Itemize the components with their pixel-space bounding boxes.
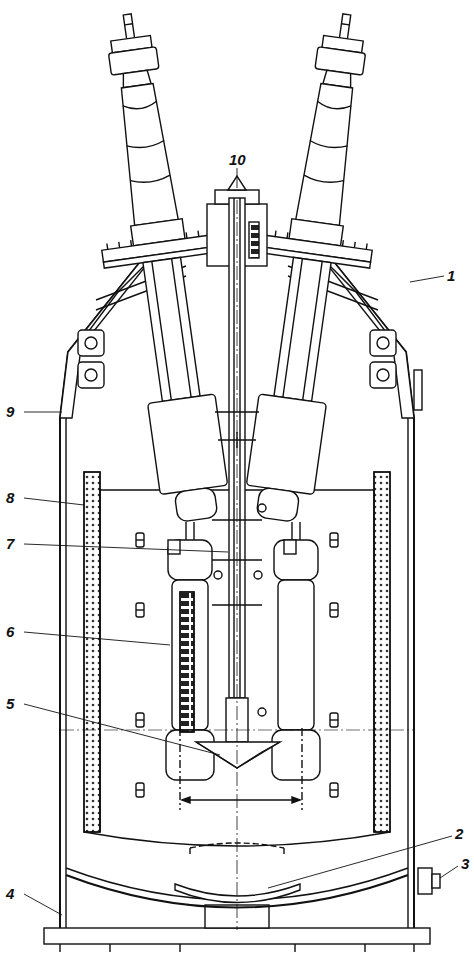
callout-number: 2	[455, 826, 463, 841]
leader-lines	[24, 168, 458, 915]
callout-number: 6	[6, 624, 14, 639]
callout-number: 7	[6, 536, 14, 551]
callout-number: 1	[447, 268, 455, 283]
callout-number: 10	[229, 152, 246, 167]
callout-number: 5	[6, 696, 14, 711]
callout-number: 9	[6, 404, 14, 419]
callout-number: 4	[6, 886, 14, 901]
callout-number: 8	[6, 490, 14, 505]
callout-number: 3	[461, 856, 469, 871]
